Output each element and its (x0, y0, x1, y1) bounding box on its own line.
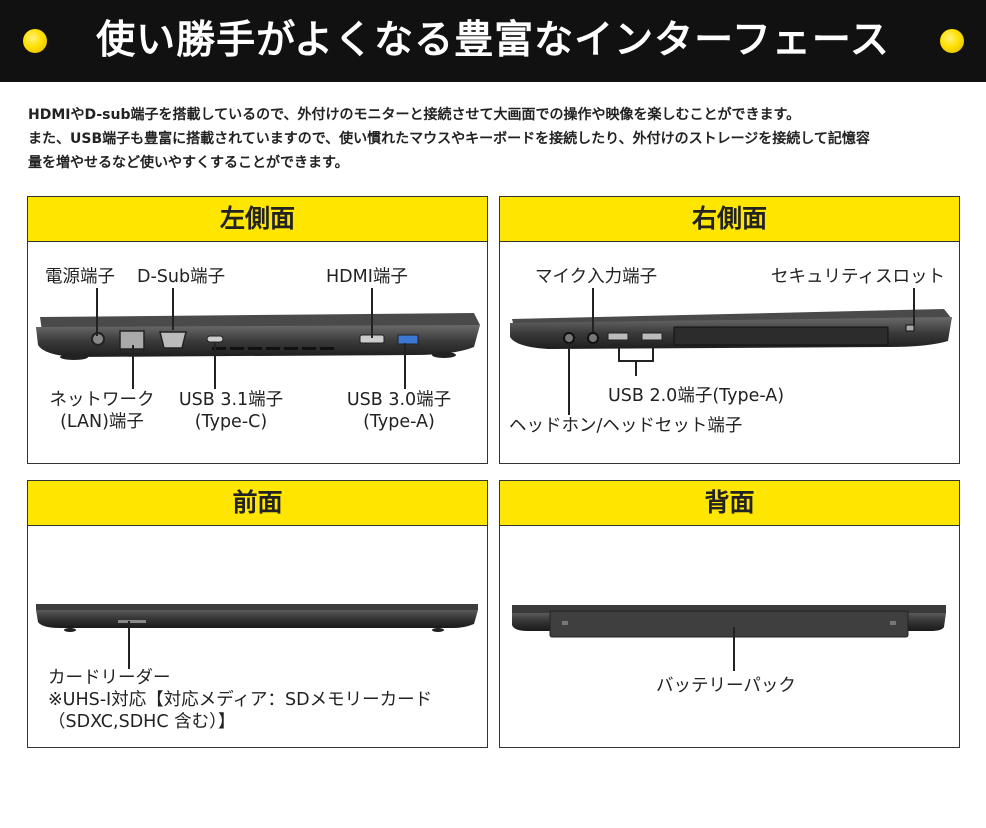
usb-c-port-icon (206, 335, 224, 343)
callout-line (733, 627, 735, 671)
callout-line (592, 288, 594, 332)
panel-title: 左側面 (28, 197, 487, 242)
label-lan-port: ネットワーク (LAN)端子 (49, 390, 155, 432)
panel-title: 前面 (28, 481, 487, 526)
label-battery-pack: バッテリーパック (656, 676, 796, 696)
callout-line (132, 345, 134, 389)
panel-front: 前面 カードリーダー ※UHS-I対応【対応メディア：SDメモリーカード （SD… (27, 480, 488, 748)
label-security-slot: セキュリティスロット (771, 267, 945, 287)
label-usb30-port: USB 3.0端子 (Type-A) (346, 390, 452, 432)
callout-line (404, 343, 406, 389)
callout-line (214, 343, 216, 389)
panel-title: 右側面 (500, 197, 959, 242)
label-power-port: 電源端子 (45, 267, 115, 287)
yellow-dot-icon (23, 29, 47, 53)
panel-back: 背面 バッテリーパック (499, 480, 960, 748)
card-reader-slot-icon (118, 620, 146, 623)
laptop-right-side-image (510, 309, 952, 349)
headphone-jack-icon (563, 332, 575, 344)
title-banner: 使い勝手がよくなる豊富なインターフェース (0, 0, 986, 82)
callout-line (172, 288, 174, 330)
power-jack-icon (91, 332, 105, 346)
optical-drive-icon (673, 326, 889, 346)
panel-right-side: 右側面 マイク入力端子 セキュリティスロット USB 2.0端子(Type-A)… (499, 196, 960, 464)
usb-a-port-icon (397, 334, 419, 345)
laptop-back-image (512, 605, 946, 638)
usb-a-port-icon (607, 332, 629, 341)
label-usb31-port: USB 3.1端子 (Type-C) (178, 390, 284, 432)
callout-line (371, 288, 373, 338)
label-mic-port: マイク入力端子 (535, 267, 658, 287)
callout-line (128, 621, 130, 669)
mic-jack-icon (587, 332, 599, 344)
callout-line (618, 343, 620, 361)
vga-port-icon (159, 331, 187, 349)
callout-line (913, 288, 915, 326)
label-headphone-port: ヘッドホン/ヘッドセット端子 (509, 416, 743, 436)
callout-line (568, 343, 570, 415)
label-dsub-port: D-Sub端子 (137, 267, 226, 287)
intro-line: HDMIやD-sub端子を搭載しているので、外付けのモニターと接続させて大画面で… (28, 107, 801, 123)
security-slot-icon (905, 324, 915, 332)
laptop-left-side-image (36, 313, 480, 360)
usb-a-port-icon (641, 332, 663, 341)
banner-title: 使い勝手がよくなる豊富なインターフェース (96, 18, 890, 63)
panel-title: 背面 (500, 481, 959, 526)
laptop-front-image (36, 604, 478, 632)
panel-left-side: 左側面 電源端子 D-Sub端子 HDMI端子 ネットワーク (27, 196, 488, 464)
label-usb20-port: USB 2.0端子(Type-A) (608, 386, 785, 406)
battery-pack-icon (549, 610, 909, 638)
intro-text: HDMIやD-sub端子を搭載しているので、外付けのモニターと接続させて大画面で… (28, 103, 963, 175)
label-hdmi-port: HDMI端子 (326, 267, 408, 287)
intro-line: 量を増やせるなど使いやすくすることができます。 (28, 155, 349, 171)
intro-line: また、USB端子も豊富に搭載されていますので、使い慣れたマウスやキーボードを接続… (28, 131, 870, 147)
callout-line (635, 360, 637, 376)
label-card-reader: カードリーダー ※UHS-I対応【対応メディア：SDメモリーカード （SDXC,… (48, 668, 433, 732)
callout-line (652, 343, 654, 361)
yellow-dot-icon (940, 29, 964, 53)
callout-line (96, 288, 98, 336)
